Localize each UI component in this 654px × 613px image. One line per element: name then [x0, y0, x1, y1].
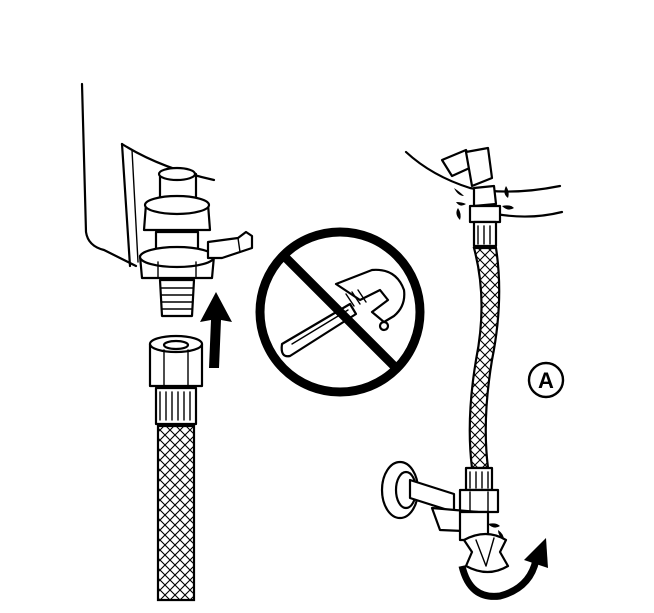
appliance-edge: [404, 150, 564, 218]
inlet-fitting: [138, 166, 254, 318]
callout-a-label: A: [538, 368, 554, 393]
callout-a: A: [527, 361, 565, 399]
no-wrench-icon: [255, 227, 425, 397]
lower-coupling: [458, 466, 500, 514]
right-panel: A: [380, 146, 565, 600]
left-panel: [80, 82, 254, 602]
appliance-body: [80, 82, 216, 268]
valve-drops: [488, 523, 504, 540]
curved-arrow-icon: [458, 538, 548, 600]
arrow-up-icon: [200, 292, 232, 368]
hose-coupling: [148, 334, 204, 426]
shutoff-valve: [380, 460, 510, 574]
braided-hose-right: [468, 246, 501, 470]
braided-hose-left: [156, 424, 196, 602]
water-drops: [454, 186, 514, 220]
inlet-connection: [440, 146, 502, 248]
